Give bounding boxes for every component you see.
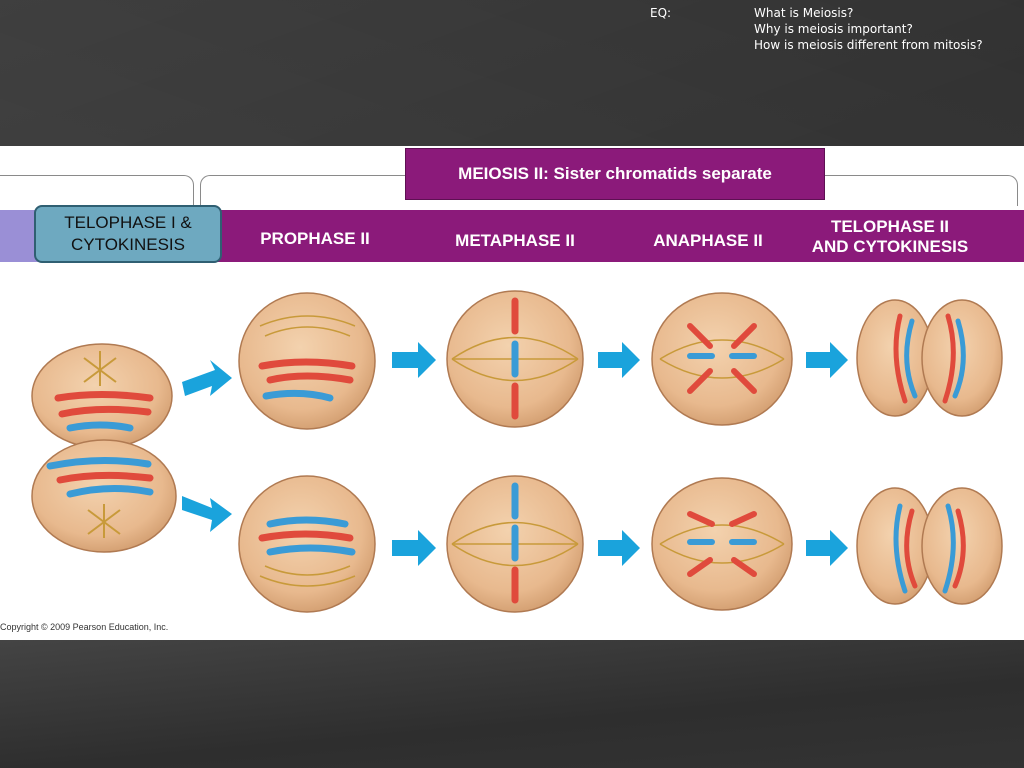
cell-diagram (31, 290, 1003, 613)
telophase1-label-box: TELOPHASE I & CYTOKINESIS (34, 205, 222, 263)
arrow-icon (806, 342, 848, 378)
telophase2-cells (856, 299, 1003, 605)
arrow-icon (392, 530, 436, 566)
eq-label: EQ: (650, 6, 672, 20)
essential-questions: EQ: What is Meiosis? Why is meiosis impo… (650, 5, 1020, 65)
copyright-notice: Copyright © 2009 Pearson Education, Inc. (0, 622, 169, 632)
eq-question-list: What is Meiosis? Why is meiosis importan… (754, 5, 983, 53)
arrow-icon (182, 496, 232, 532)
arrow-icon (598, 530, 640, 566)
telophase2-label-line1: TELOPHASE II (830, 217, 950, 236)
arrow-icon (598, 342, 640, 378)
arrow-icon (392, 342, 436, 378)
phase-label-telophase2: TELOPHASE II AND CYTOKINESIS (795, 217, 985, 257)
prophase2-cells (238, 292, 376, 613)
metaphase2-cells (446, 290, 584, 613)
telophase1-cells (31, 343, 177, 553)
arrow-icon (182, 360, 232, 396)
phase-band-stub (0, 210, 40, 262)
arrow-icon (806, 530, 848, 566)
eq-question: What is Meiosis? (754, 6, 854, 20)
phase-label-prophase2: PROPHASE II (260, 229, 370, 248)
anaphase2-cells (651, 292, 793, 611)
telophase1-label-line1: TELOPHASE I & (64, 213, 192, 232)
meiosis-figure: MEIOSIS II: Sister chromatids separate T… (0, 146, 1024, 640)
telophase1-label-line2: CYTOKINESIS (71, 235, 185, 254)
slide-background-stripe (0, 640, 1024, 768)
eq-question: How is meiosis different from mitosis? (754, 38, 983, 52)
telophase2-label-line2: AND CYTOKINESIS (811, 237, 969, 256)
meiosis1-bracket (0, 175, 194, 206)
eq-question: Why is meiosis important? (754, 22, 913, 36)
phase-label-metaphase2: METAPHASE II (455, 231, 575, 250)
phase-label-anaphase2: ANAPHASE II (653, 231, 763, 250)
meiosis2-title: MEIOSIS II: Sister chromatids separate (405, 148, 825, 200)
